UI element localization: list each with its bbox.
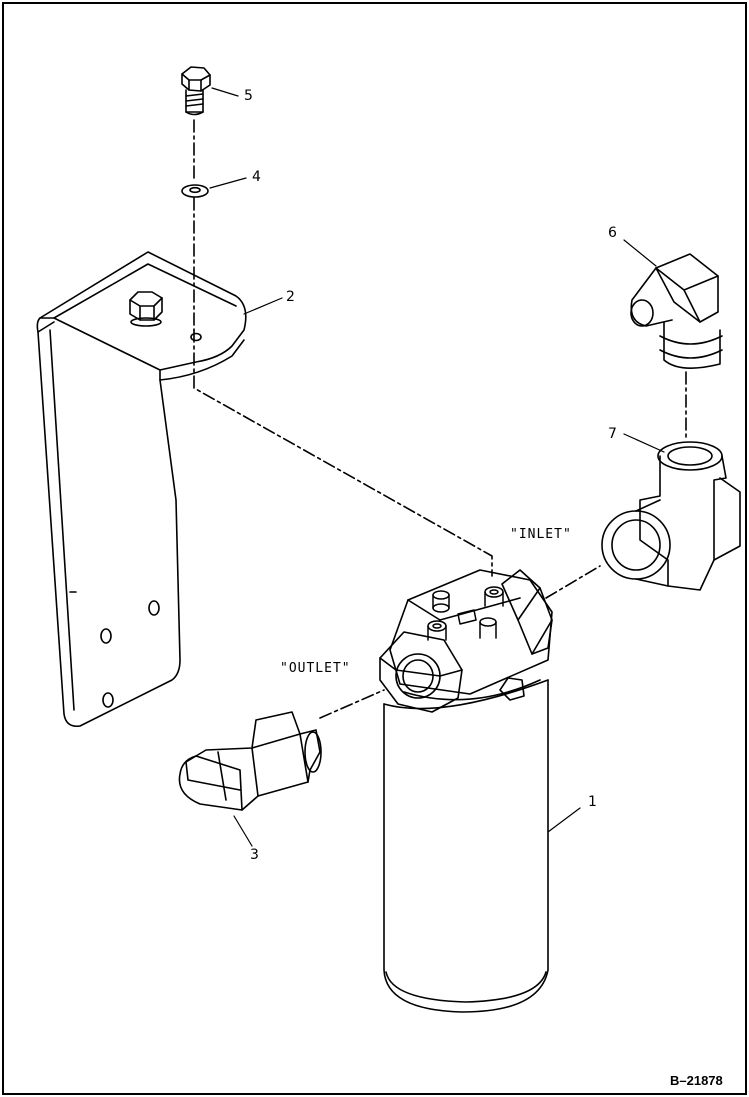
- callout-5: 5: [244, 88, 253, 104]
- callout-7: 7: [608, 426, 617, 442]
- inlet-label: "INLET": [510, 527, 572, 542]
- filter-assembly-part-1: [379, 569, 553, 1013]
- outlet-fitting-part-3: [178, 711, 322, 811]
- outlet-center-line: [319, 689, 385, 719]
- bracket-to-head-line: [193, 329, 493, 577]
- callout-4: 4: [252, 169, 261, 185]
- elbow-fitting-part-6: [630, 253, 723, 369]
- inlet-center-line: [545, 565, 601, 599]
- figure-reference: B–21878: [670, 1073, 723, 1088]
- bracket-part-2: [36, 251, 247, 728]
- outlet-label: "OUTLET": [280, 661, 351, 676]
- callout-6: 6: [608, 225, 617, 241]
- washer-part-4: [181, 184, 209, 198]
- leader-lines: [209, 87, 665, 847]
- callout-1: 1: [588, 794, 597, 810]
- bolt-part-5: [181, 66, 211, 116]
- callout-2: 2: [286, 289, 295, 305]
- tee-fitting-part-7: [601, 441, 741, 591]
- callout-3: 3: [250, 847, 259, 863]
